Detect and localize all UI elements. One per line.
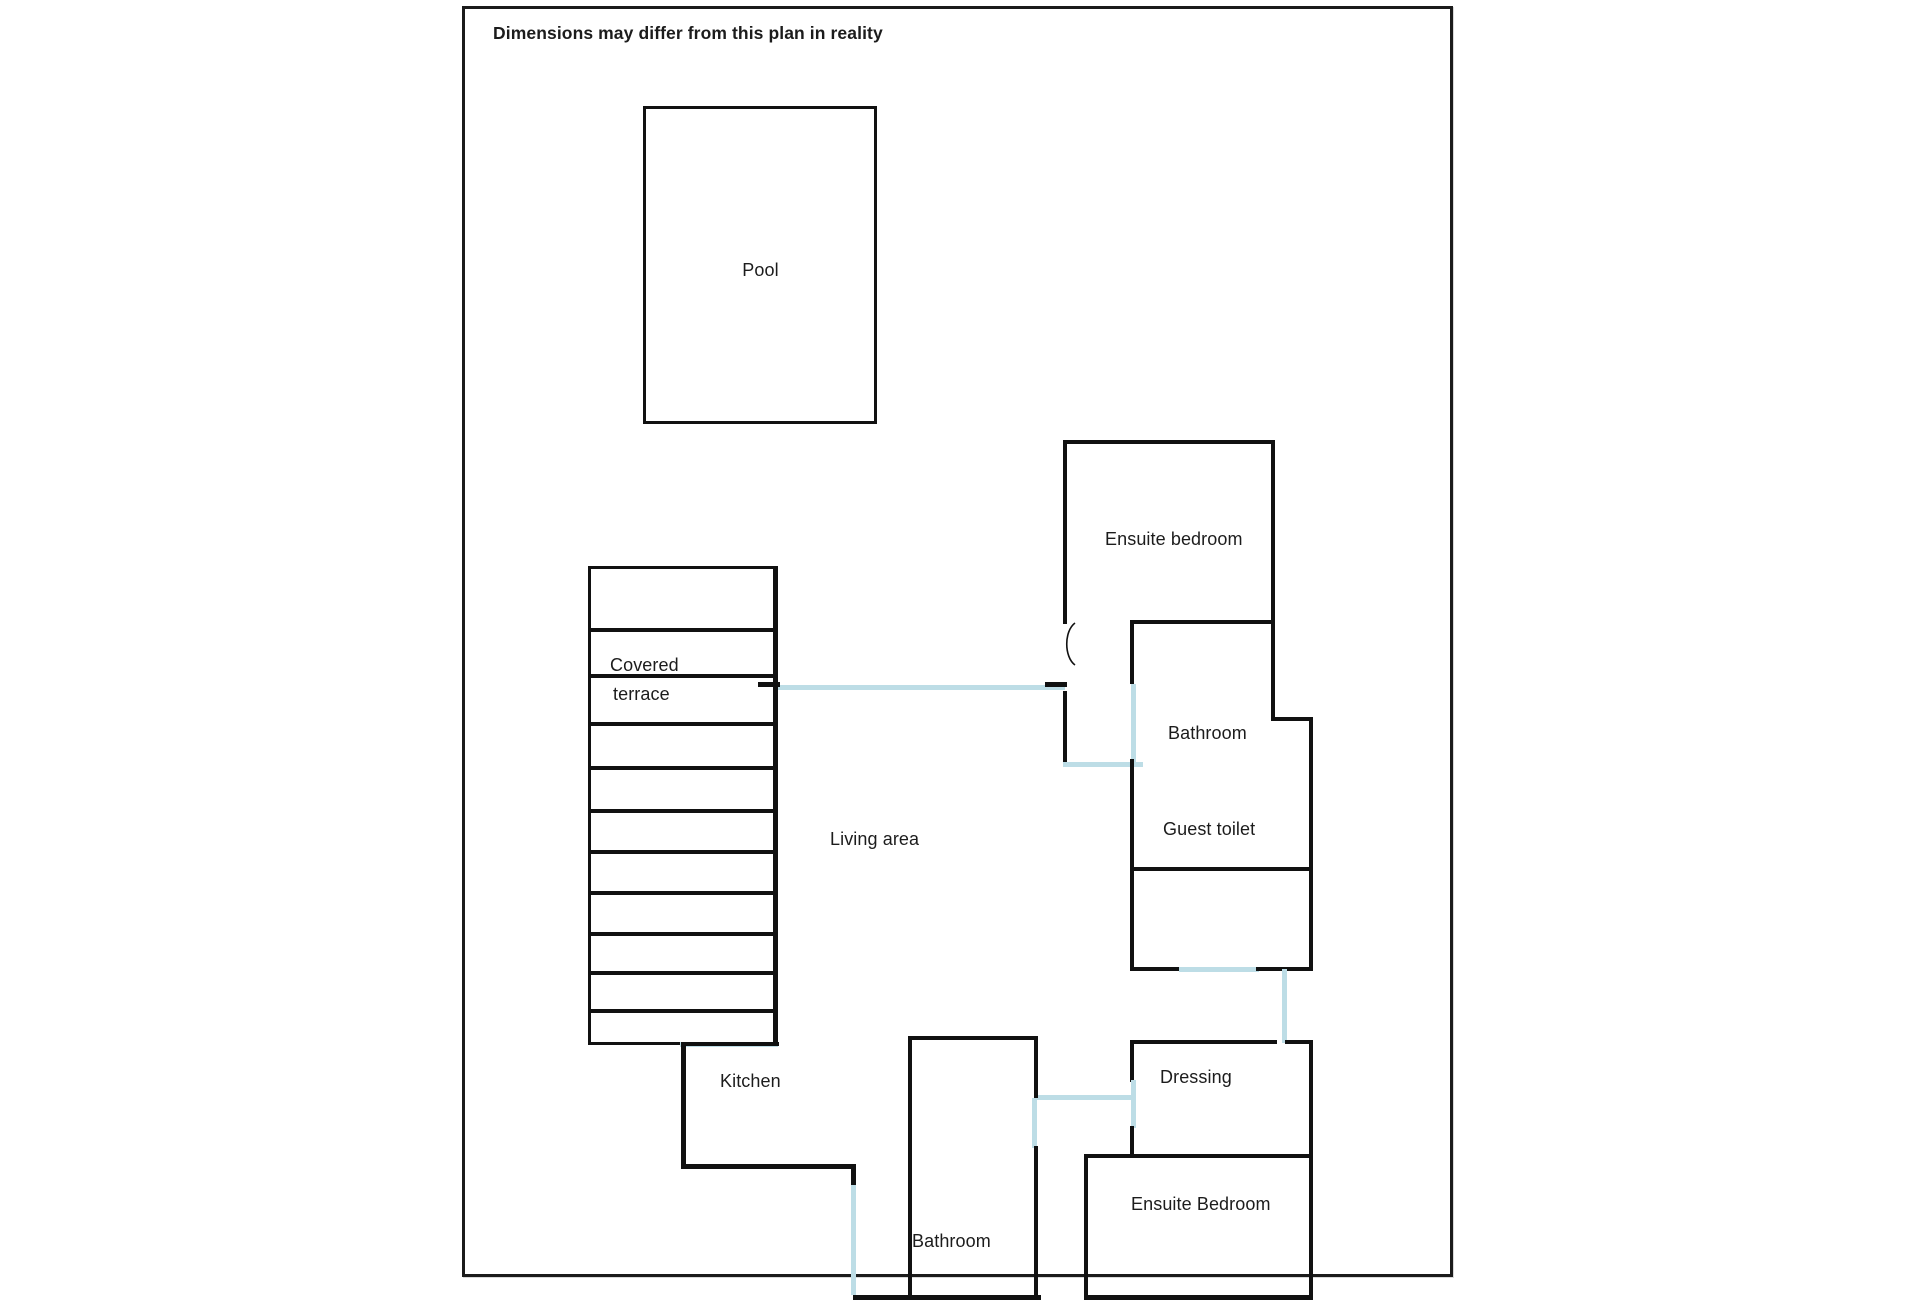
door-opening-guest-toilet-bottom [1179,967,1259,972]
wall-ensuite-upper-right [1271,440,1275,622]
wall-bathroom-lower-left [908,1036,912,1300]
terrace-slat-divider [588,971,777,975]
room-label-covered-terrace-line1: Covered [610,655,679,675]
terrace-slat-divider [588,722,777,726]
terrace-slat-divider [588,766,777,770]
room-label-covered-terrace-line2: terrace [613,684,670,704]
wall-bathroom-upper-right-lower [1309,717,1313,869]
wall-ensuite-lower-bottom [1084,1295,1313,1300]
wall-dressing-left-top [1130,1040,1134,1082]
wall-dressing-right [1309,1040,1313,1158]
wall-ensuite-upper-left-lower [1063,691,1067,767]
room-label-living-area: Living area [830,829,920,849]
wall-bathroom-upper-left-bottom [1130,759,1134,871]
terrace-slat-divider [588,932,777,936]
door-swing-icon [1065,622,1076,666]
wall-bathroom-upper-right-upper [1271,620,1275,720]
room-label-dressing: Dressing [1160,1067,1232,1087]
wall-ensuite-lower-left [1084,1156,1088,1299]
wall-bathroom-lower-top [908,1036,1038,1040]
wall-dressing-bottom [1130,1154,1313,1158]
wall-corridor-stub-right [1045,682,1067,687]
terrace-slat-divider [588,850,777,854]
terrace-slat-divider [588,1009,777,1013]
wall-ensuite-upper-top [1063,440,1275,444]
room-label-bathroom-upper: Bathroom [1168,723,1247,743]
door-opening-ensuite-to-bathroom [1063,762,1143,767]
wall-kitchen-top-stub [681,1042,779,1046]
wall-bathroom-lower-right-bottom [1034,1146,1038,1299]
wall-corridor-stub-left [758,682,780,687]
wall-bathroom-upper-bottom [1130,867,1313,871]
room-label-guest-toilet: Guest toilet [1163,819,1256,839]
room-label-pool: Pool [742,260,779,280]
wall-bathroom-upper-step [1271,717,1313,721]
door-opening-bathroom-upper-left [1131,684,1136,762]
terrace-slat-divider [588,628,777,632]
room-label-ensuite-bedroom-upper: Ensuite bedroom [1105,529,1243,549]
wall-ensuite-lower-top-strip [1084,1154,1134,1158]
wall-kitchen-left [681,1044,686,1168]
door-opening-dressing-left [1131,1080,1136,1128]
wall-terrace-outer-right [773,566,778,1046]
wall-bathroom-upper-top [1130,620,1275,624]
wall-dressing-top-right [1285,1040,1313,1044]
corridor-opening-toilet-to-dressing [1282,969,1287,1043]
wall-guest-toilet-right [1309,867,1313,971]
floor-plan-sheet: Dimensions may differ from this plan in … [462,6,1453,1300]
wall-bathroom-upper-left-top [1130,620,1134,684]
wall-bathroom-lower-right-top [1034,1036,1038,1098]
plan-disclaimer-text: Dimensions may differ from this plan in … [493,23,883,43]
wall-kitchen-step-down [851,1164,856,1186]
wall-bottom-main [853,1295,1041,1300]
wall-kitchen-bottom [681,1164,856,1169]
room-pool [643,106,877,424]
room-label-kitchen: Kitchen [720,1071,781,1091]
room-label-bathroom-lower: Bathroom [912,1231,991,1251]
room-label-ensuite-bedroom-lower: Ensuite Bedroom [1131,1194,1271,1214]
wall-ensuite-lower-right [1309,1154,1313,1299]
wall-ensuite-upper-left [1063,440,1067,624]
wall-dressing-top-left [1130,1040,1277,1044]
terrace-slat-divider [588,674,777,678]
wall-guest-toilet-bottom-left [1130,967,1182,971]
corridor-opening-bathroom-to-dressing-h [1036,1095,1134,1100]
terrace-slat-divider [588,809,777,813]
corridor-opening-bathroom-to-dressing-v [1032,1098,1037,1148]
door-opening-kitchen-to-bottom [851,1185,856,1295]
corridor-opening-terrace-to-bedroom [775,685,1065,690]
terrace-slat-divider [588,891,777,895]
wall-dressing-left-bottom [1130,1126,1134,1156]
wall-guest-toilet-left [1130,867,1134,971]
